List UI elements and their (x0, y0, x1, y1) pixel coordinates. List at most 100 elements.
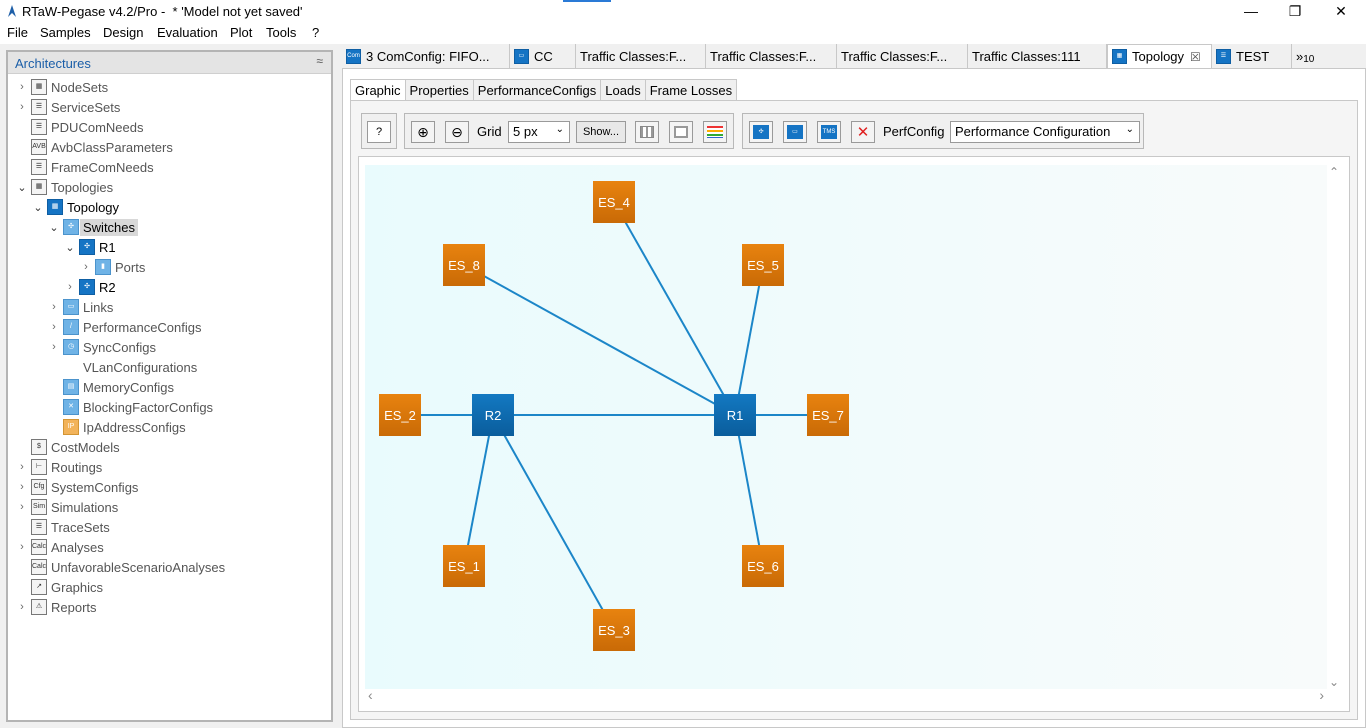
switch-node-r1[interactable]: R1 (714, 394, 756, 436)
link-r1-es_4[interactable] (613, 201, 736, 416)
end-station-node-es_2[interactable]: ES_2 (379, 394, 421, 436)
menu-file[interactable]: File (7, 25, 28, 40)
chevron-right-icon[interactable]: › (20, 461, 24, 473)
tms-button[interactable]: TMS (817, 121, 841, 143)
end-station-node-es_6[interactable]: ES_6 (742, 545, 784, 587)
end-station-node-es_1[interactable]: ES_1 (443, 545, 485, 587)
collapse-icon[interactable]: ≈ (316, 54, 323, 68)
subtab-properties[interactable]: Properties (405, 79, 474, 101)
chevron-right-icon[interactable]: › (20, 601, 24, 613)
node-layout-button[interactable] (635, 121, 659, 143)
topology-graph[interactable]: ES_4ES_8 ES_5ES_2 R2 R1 ES_7ES_1 ES_6ES_3 (365, 165, 1327, 689)
chevron-right-icon[interactable]: › (20, 501, 24, 513)
grid-select[interactable]: 5 px ⌄ (508, 121, 570, 143)
tree-item-routings[interactable]: ›⊢Routings (16, 457, 102, 477)
add-link-button[interactable]: ▭ (783, 121, 807, 143)
end-station-node-es_7[interactable]: ES_7 (807, 394, 849, 436)
chevron-right-icon[interactable]: › (20, 481, 24, 493)
tree-item-performanceconfigs[interactable]: ›/PerformanceConfigs (48, 317, 202, 337)
tree-item-links[interactable]: ›▭Links (48, 297, 113, 317)
menu-design[interactable]: Design (103, 25, 144, 40)
menu-help[interactable]: ? (312, 25, 320, 40)
tab-overflow[interactable]: » 10 (1292, 44, 1328, 68)
chevron-right-icon[interactable]: › (20, 541, 24, 553)
end-station-node-es_3[interactable]: ES_3 (593, 609, 635, 651)
tree-item-blockingfactorconfigs[interactable]: ✕BlockingFactorConfigs (48, 397, 213, 417)
legend-button[interactable] (703, 121, 727, 143)
chevron-right-icon[interactable]: › (20, 101, 24, 113)
tree-item-tracesets[interactable]: ☰TraceSets (16, 517, 110, 537)
switch-node-r2[interactable]: R2 (472, 394, 514, 436)
tree-item-nodesets[interactable]: ›▦NodeSets (16, 77, 108, 97)
tab-test[interactable]: ☰ TEST (1212, 44, 1292, 68)
tree-item-syncconfigs[interactable]: ›◷SyncConfigs (48, 337, 156, 357)
tree-item-servicesets[interactable]: ›☰ServiceSets (16, 97, 120, 117)
help-button[interactable]: ? (367, 121, 391, 143)
menu-plot[interactable]: Plot (230, 25, 253, 40)
chevron-right-icon[interactable]: › (52, 321, 56, 333)
chevron-right-icon[interactable]: › (52, 341, 56, 353)
scroll-down-icon[interactable]: ⌄ (1329, 675, 1340, 689)
scroll-left-icon[interactable]: ‹ (368, 687, 373, 703)
menu-evaluation[interactable]: Evaluation (157, 25, 218, 40)
frame-button[interactable] (669, 121, 693, 143)
tab-topology[interactable]: ▦ Topology ☒ (1107, 44, 1212, 68)
tree-item-memoryconfigs[interactable]: ▤MemoryConfigs (48, 377, 174, 397)
close-tab-icon[interactable]: ☒ (1190, 49, 1201, 64)
tab-cc[interactable]: ▭ CC (510, 44, 576, 68)
tree-item-graphics[interactable]: ↗Graphics (16, 577, 103, 597)
close-button[interactable]: ✕ (1335, 2, 1347, 19)
chevron-right-icon[interactable]: › (52, 301, 56, 313)
tree-item-costmodels[interactable]: $CostModels (16, 437, 120, 457)
subtab-frame-losses[interactable]: Frame Losses (645, 79, 738, 101)
tree-item-reports[interactable]: ›⚠Reports (16, 597, 97, 617)
end-station-node-es_4[interactable]: ES_4 (593, 181, 635, 223)
tab-traffic-classes-2[interactable]: Traffic Classes:F... (706, 44, 837, 68)
subtab-graphic[interactable]: Graphic (350, 79, 406, 101)
menu-tools[interactable]: Tools (266, 25, 297, 40)
chevron-right-icon[interactable]: › (84, 261, 88, 273)
tree-item-r2[interactable]: ›✣R2 (64, 277, 116, 297)
zoom-in-button[interactable]: ⊕ (411, 121, 435, 143)
link-r1-es_5[interactable] (734, 264, 764, 416)
chevron-right-icon[interactable]: › (68, 281, 72, 293)
tree-item-framecomneeds[interactable]: ☰FrameComNeeds (16, 157, 154, 177)
tree-item-switches[interactable]: ⌄✣Switches (48, 217, 139, 237)
subtab-loads[interactable]: Loads (601, 79, 646, 101)
menu-samples[interactable]: Samples (40, 25, 91, 40)
vertical-scrollbar[interactable]: ⌃ ⌄ (1327, 165, 1341, 689)
scroll-up-icon[interactable]: ⌃ (1329, 165, 1340, 179)
tree-item-topologies[interactable]: ⌄▦Topologies (16, 177, 113, 197)
tree-item-r1[interactable]: ⌄✣R1 (64, 237, 116, 257)
tab-comconfig[interactable]: Com 3 ComConfig: FIFO... (342, 44, 510, 68)
zoom-out-button[interactable]: ⊖ (445, 121, 469, 143)
delete-button[interactable]: ✕ (851, 121, 875, 143)
tab-traffic-classes-1[interactable]: Traffic Classes:F... (576, 44, 706, 68)
horizontal-scrollbar[interactable]: ‹ › (365, 687, 1327, 703)
link-r1-es_8[interactable] (463, 264, 736, 416)
chevron-down-icon[interactable]: ⌄ (17, 181, 27, 194)
restore-button[interactable]: ❐ (1288, 2, 1302, 19)
link-r2-es_3[interactable] (492, 414, 615, 631)
tab-traffic-classes-111[interactable]: Traffic Classes:111 (968, 44, 1107, 68)
chevron-down-icon[interactable]: ⌄ (33, 201, 43, 214)
link-r2-es_1[interactable] (463, 414, 494, 567)
chevron-right-icon[interactable]: › (20, 81, 24, 93)
add-switch-button[interactable]: ✣ (749, 121, 773, 143)
tree-item-ports[interactable]: ›▮Ports (80, 257, 145, 277)
end-station-node-es_5[interactable]: ES_5 (742, 244, 784, 286)
end-station-node-es_8[interactable]: ES_8 (443, 244, 485, 286)
subtab-performanceconfigs[interactable]: PerformanceConfigs (473, 79, 602, 101)
tree-item-topology[interactable]: ⌄▦Topology (32, 197, 119, 217)
chevron-down-icon[interactable]: ⌄ (49, 221, 59, 234)
chevron-down-icon[interactable]: ⌄ (65, 241, 75, 254)
show-button[interactable]: Show... (576, 121, 626, 143)
scroll-right-icon[interactable]: › (1319, 687, 1324, 703)
tree-item-vlanconfigurations[interactable]: VLanConfigurations (48, 357, 197, 377)
